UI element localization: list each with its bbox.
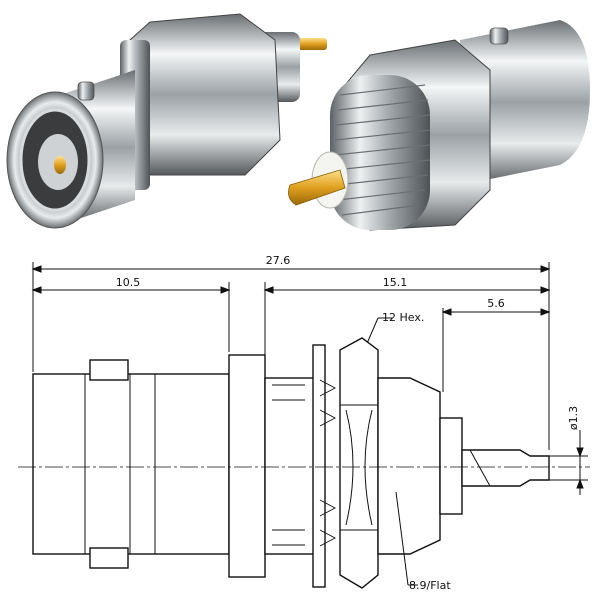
dim-pin-length: 5.6: [487, 297, 505, 310]
dim-pin-diameter: ø1.3: [567, 406, 580, 430]
connector-photo-rear: [288, 20, 590, 231]
pin-diameter-dimension: [549, 430, 588, 495]
drawing-stud-bottom: [89, 547, 129, 569]
center-contact: [54, 156, 66, 174]
thread-lines: [334, 84, 431, 216]
drawing-flange: [228, 354, 266, 578]
technical-drawing: 27.6 10.5 15.1 5.6 12 Hex.: [18, 254, 590, 592]
rear-stud: [489, 27, 509, 45]
extension-lines: [32, 262, 550, 450]
bayonet-stud: [77, 81, 95, 101]
connector-photo-front: [6, 13, 327, 229]
dim-rear-length: 15.1: [383, 276, 408, 289]
drawing-threaded-section: [377, 377, 441, 555]
solder-cup: [288, 169, 346, 206]
drawing-stud-top: [89, 359, 129, 381]
dimension-lines: [31, 265, 551, 316]
threaded-cylinder: [330, 75, 430, 230]
connector-body-outline: [32, 337, 550, 589]
lock-washer: [312, 344, 326, 588]
flat-callout: 8.9/Flat: [409, 579, 451, 592]
drawing-hex-nut: [339, 337, 379, 589]
flat-leader: [395, 491, 409, 586]
hex-nut: [129, 13, 281, 176]
hex-callout: 12 Hex.: [382, 311, 424, 324]
drawing-pin: [461, 449, 550, 487]
dim-overall-length: 27.6: [266, 254, 291, 267]
dim-body-length: 10.5: [116, 276, 141, 289]
rear-body: [460, 20, 590, 185]
